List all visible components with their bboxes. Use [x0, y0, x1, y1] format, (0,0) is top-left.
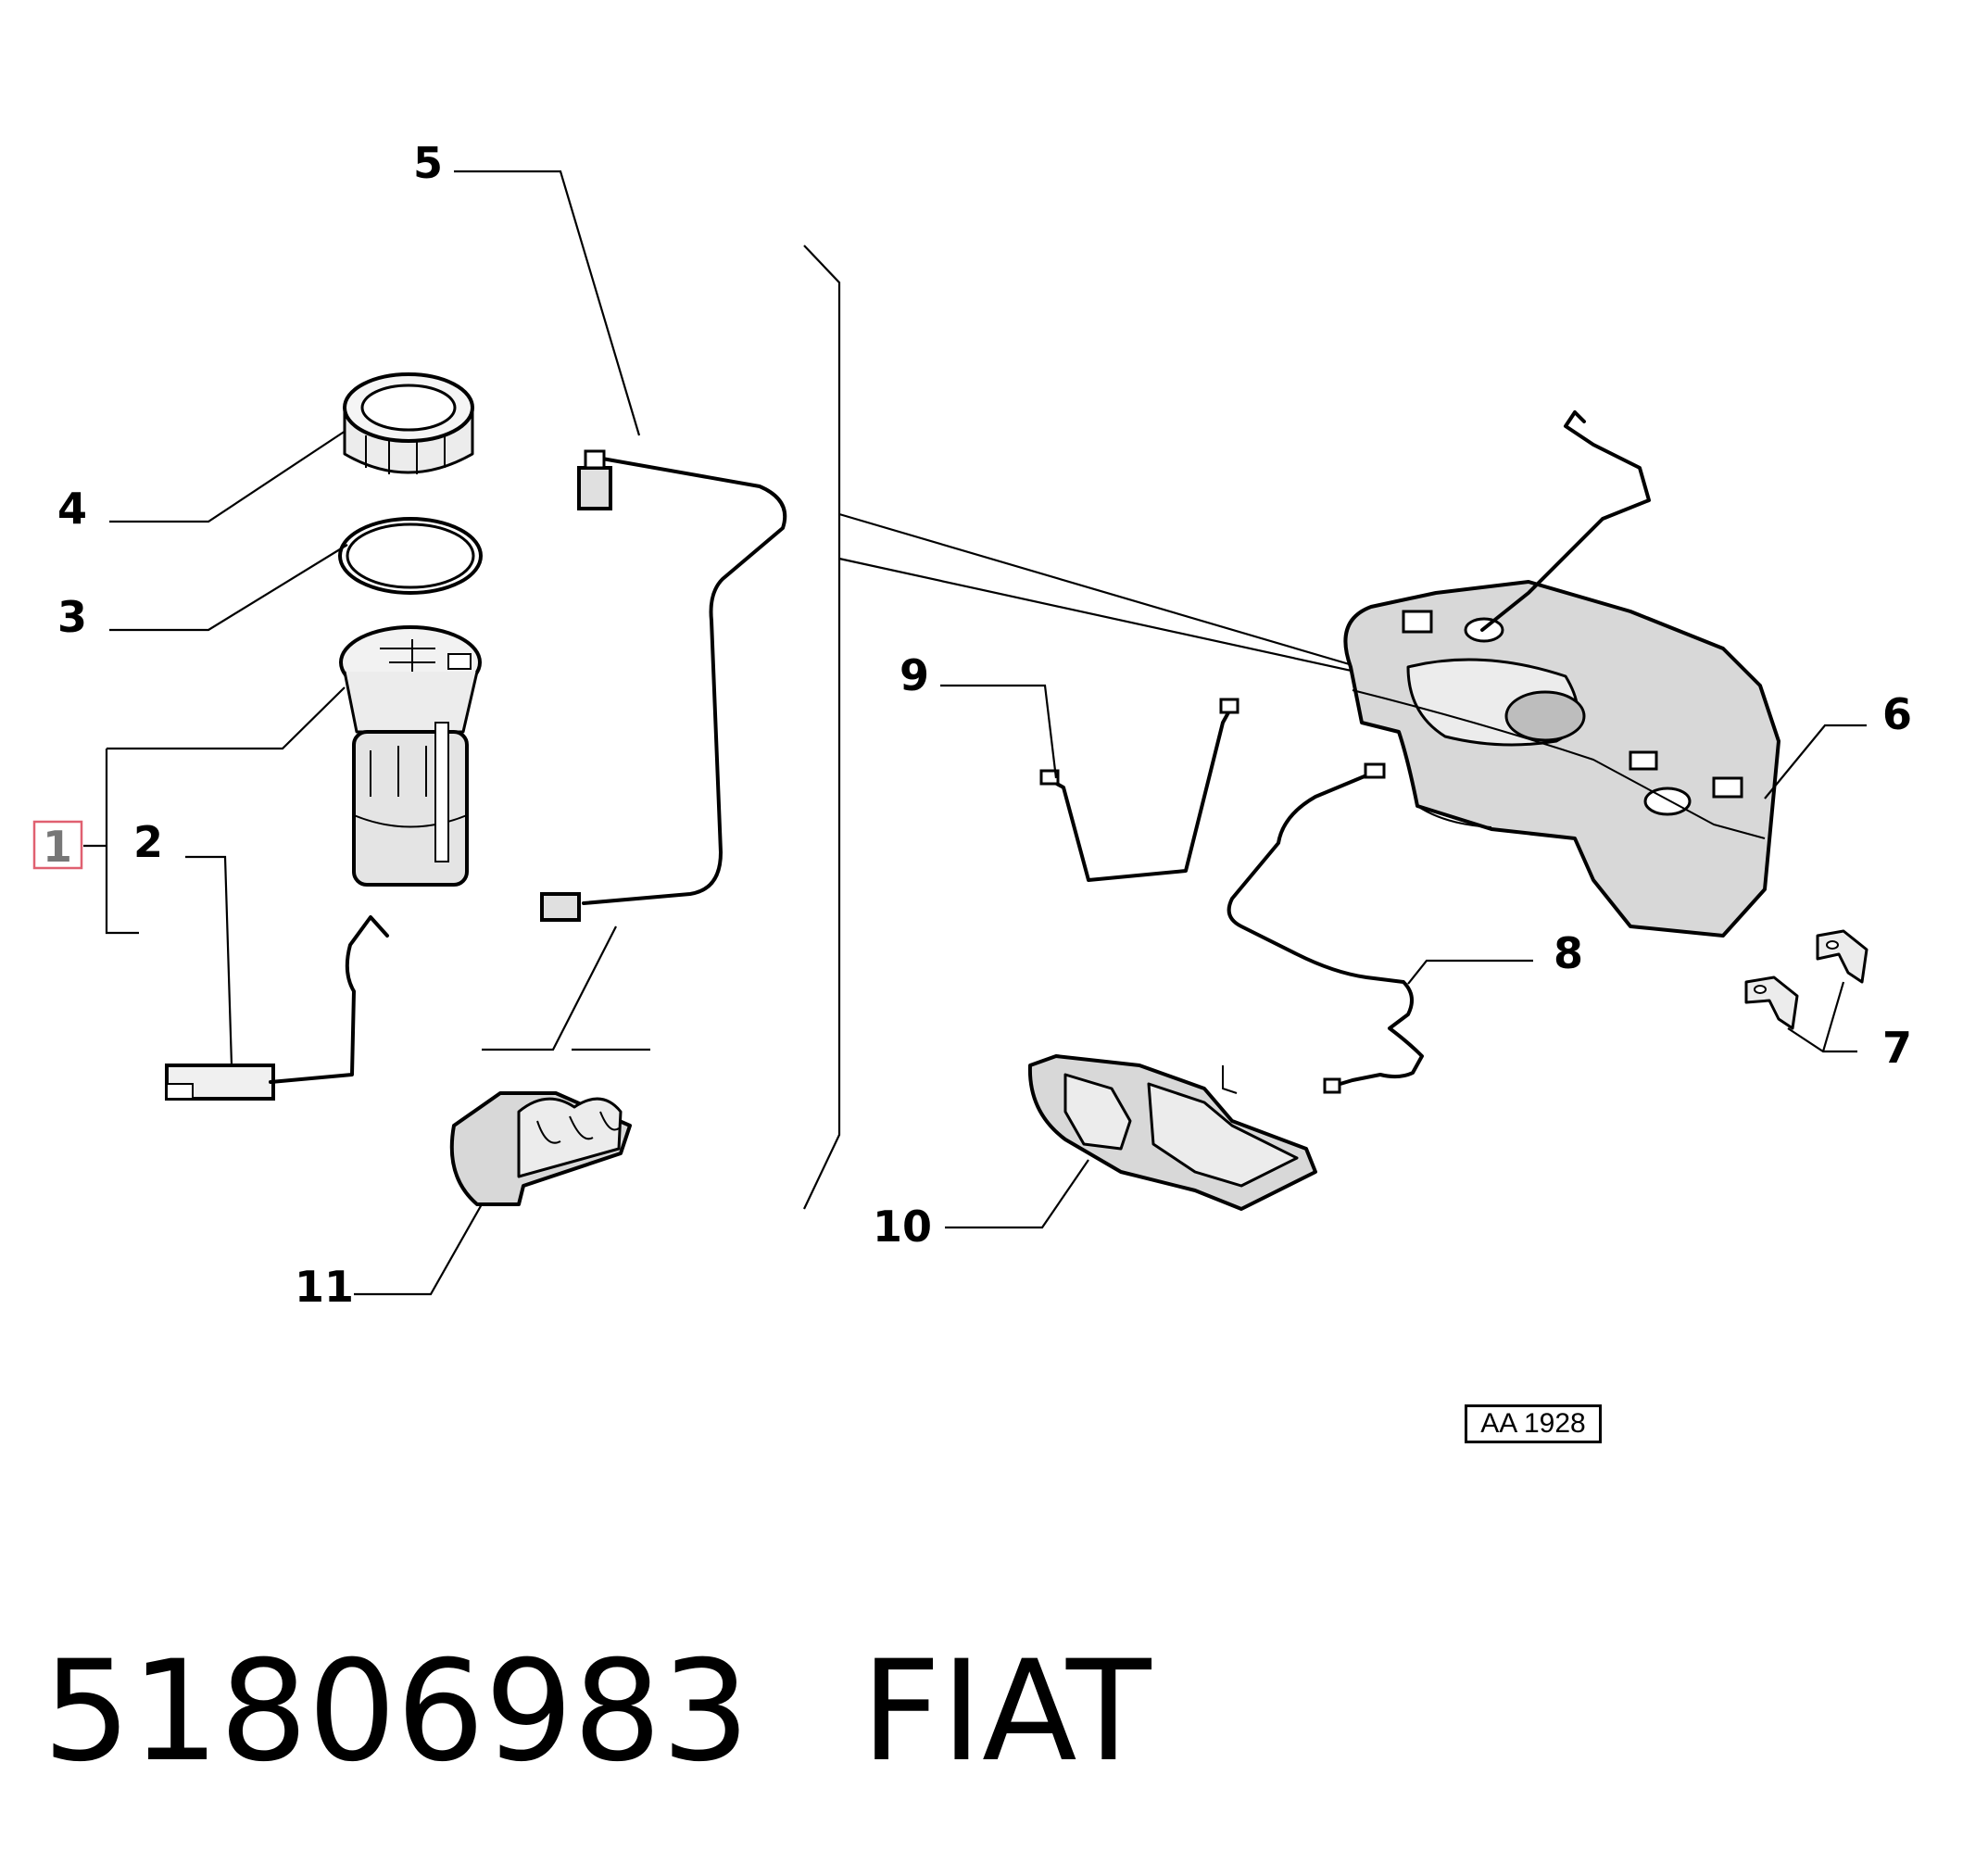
fuel-pump-module-part — [339, 625, 482, 887]
fuel-line-part — [540, 449, 787, 922]
callout-4: 4 — [57, 484, 87, 534]
brand-name: FIAT — [861, 1631, 1151, 1793]
callout-7: 7 — [1882, 1023, 1912, 1073]
heat-shield-part — [1027, 1054, 1317, 1211]
callout-1-highlight — [32, 820, 83, 870]
callout-2: 2 — [133, 817, 163, 867]
fuel-tank-part — [1343, 410, 1780, 938]
callout-1: 1 — [43, 822, 72, 872]
clips-part — [1744, 929, 1868, 1030]
leader-lines — [83, 170, 1867, 1296]
clip-block-part — [449, 1091, 632, 1206]
callout-10: 10 — [873, 1202, 932, 1252]
callout-8: 8 — [1554, 928, 1583, 978]
callout-6: 6 — [1882, 689, 1912, 739]
seal-ring-part — [338, 517, 483, 595]
part-number: 51806983 — [43, 1631, 750, 1793]
callout-labels: 1 2 3 4 5 6 7 8 9 10 11 — [32, 138, 1912, 1312]
lock-ring-part — [343, 372, 474, 474]
tank-strap-part — [1039, 698, 1239, 882]
callout-3: 3 — [57, 592, 87, 642]
callout-9: 9 — [900, 650, 929, 700]
level-sensor-part — [165, 915, 389, 1101]
reference-code-box: AA 1928 — [1465, 1404, 1602, 1443]
callout-5: 5 — [413, 138, 443, 188]
vent-line-part — [1227, 762, 1424, 1094]
callout-11: 11 — [295, 1262, 354, 1312]
